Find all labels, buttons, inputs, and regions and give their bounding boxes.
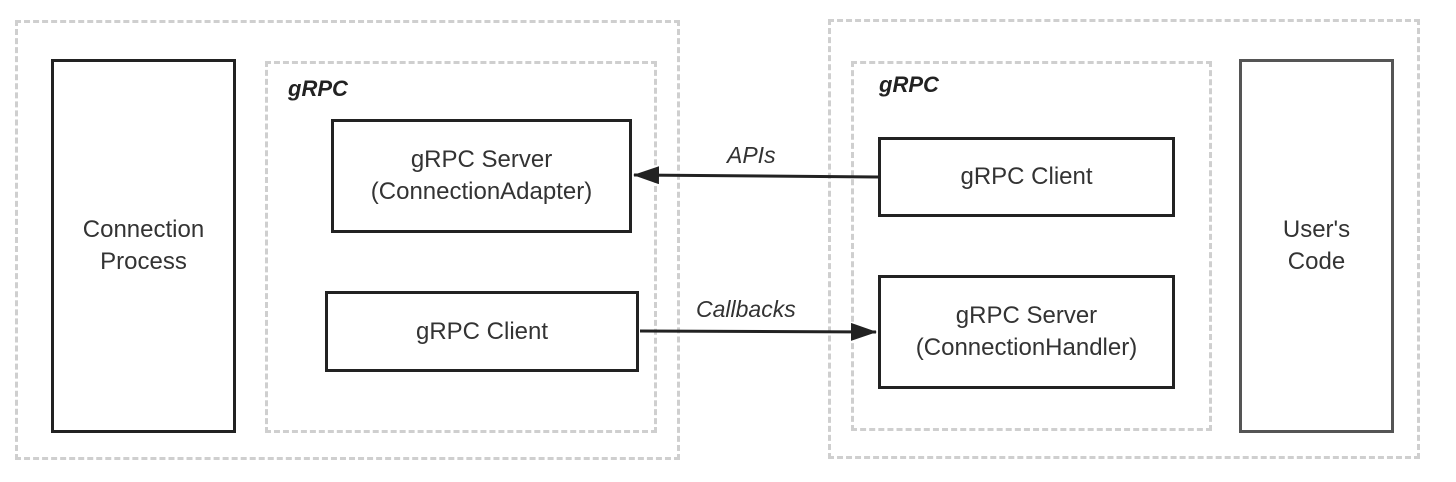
grpc-server-connection-handler-label: gRPC Server (ConnectionHandler) bbox=[915, 302, 1138, 361]
connection-process-box: Connection Process bbox=[51, 59, 236, 433]
right-grpc-client-label: gRPC Client bbox=[960, 163, 1093, 190]
left-grpc-label: gRPC bbox=[288, 76, 348, 101]
grpc-server-connection-adapter-label: gRPC Server (ConnectionAdapter) bbox=[370, 146, 593, 205]
apis-label: APIs bbox=[727, 142, 776, 168]
users-code-box: User's Code bbox=[1239, 59, 1394, 433]
apis-arrow bbox=[633, 166, 879, 185]
users-code-label: User's Code bbox=[1282, 216, 1351, 275]
right-outer-container bbox=[828, 19, 1420, 459]
left-grpc-container bbox=[265, 61, 657, 433]
right-grpc-label: gRPC bbox=[879, 72, 939, 97]
left-grpc-client-label: gRPC Client bbox=[415, 317, 549, 345]
grpc-server-connection-handler-box: gRPC Server (ConnectionHandler) bbox=[878, 275, 1175, 389]
right-grpc-client-box: gRPC Client bbox=[878, 137, 1175, 217]
connection-process-label: Connection Process bbox=[82, 216, 205, 275]
left-outer-container bbox=[15, 20, 680, 460]
callbacks-label: Callbacks bbox=[696, 296, 796, 322]
right-grpc-container bbox=[851, 61, 1212, 431]
callbacks-arrow bbox=[639, 322, 877, 341]
grpc-server-connection-adapter-box: gRPC Server (ConnectionAdapter) bbox=[331, 119, 632, 233]
left-grpc-client-box: gRPC Client bbox=[325, 291, 639, 372]
